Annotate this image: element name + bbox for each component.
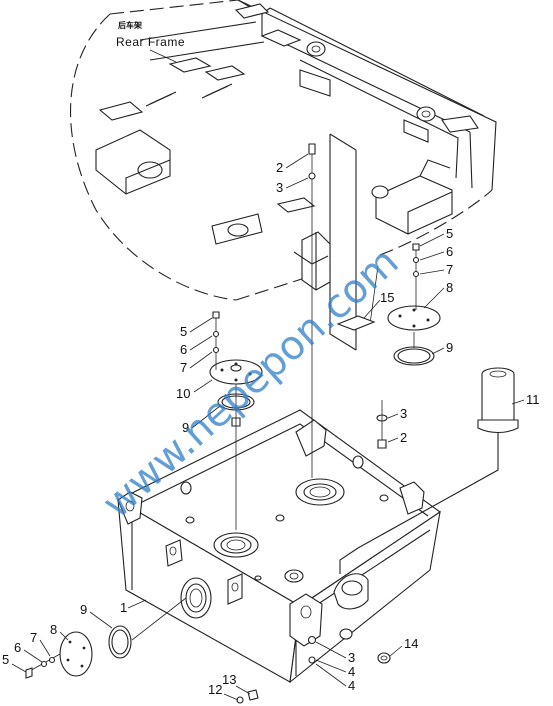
callout-6-bottom: 6 <box>14 640 21 655</box>
callout-3-bottom: 3 <box>348 650 355 665</box>
callout-12: 12 <box>208 682 222 697</box>
callout-1: 1 <box>120 600 127 615</box>
fuel-tank <box>116 409 441 684</box>
rear-frame <box>70 0 497 351</box>
callout-6-right: 6 <box>446 244 453 259</box>
callout-9-bottom: 9 <box>80 602 87 617</box>
callout-8-bottom: 8 <box>50 622 57 637</box>
callout-15: 15 <box>380 290 394 305</box>
callout-5-left: 5 <box>180 324 187 339</box>
callout-8-right: 8 <box>446 280 453 295</box>
callout-2-mid: 2 <box>400 430 407 445</box>
callout-13: 13 <box>222 672 236 687</box>
callout-4-a: 4 <box>348 664 355 679</box>
callout-3-top: 3 <box>276 180 283 195</box>
callout-5-right: 5 <box>446 226 453 241</box>
callout-9-left: 9 <box>182 420 189 435</box>
callout-14: 14 <box>404 636 418 651</box>
callout-2-top: 2 <box>276 160 283 175</box>
callout-11: 11 <box>526 392 540 407</box>
callout-9-right: 9 <box>446 340 453 355</box>
callout-7-right: 7 <box>446 262 453 277</box>
callout-7-bottom: 7 <box>30 630 37 645</box>
callout-10: 10 <box>176 386 190 401</box>
callout-5-bottom: 5 <box>2 652 9 667</box>
exploded-components <box>25 143 441 704</box>
callout-4-b: 4 <box>348 678 355 693</box>
callout-labels: 1 2 3 5 6 7 8 15 9 5 6 7 10 9 3 2 11 9 <box>2 153 540 701</box>
breather-filter <box>357 367 519 549</box>
callout-7-left: 7 <box>180 360 187 375</box>
callout-3-mid: 3 <box>400 406 407 421</box>
frame-label-en: Rear Frame <box>116 35 185 49</box>
frame-label-zh: 后车架 <box>118 20 142 30</box>
callout-6-left: 6 <box>180 342 187 357</box>
